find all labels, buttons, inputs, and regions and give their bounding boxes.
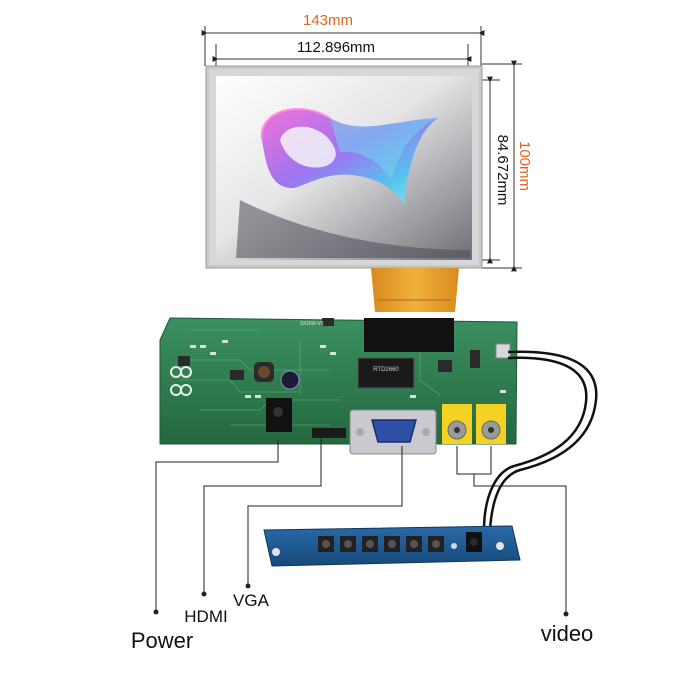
edge-connector <box>495 343 511 359</box>
active-width-label: 112.896mm <box>297 39 375 56</box>
board-id-label: SKD68-V1 <box>300 321 324 327</box>
power-callout-dot <box>153 609 159 615</box>
hdmi-callout-dot <box>201 591 207 597</box>
main-chip: RTD2660 <box>357 357 415 389</box>
active-height-dimension: 84.672mm <box>478 76 511 264</box>
outer-height-label: 100mm <box>516 141 533 191</box>
power-callout-line <box>155 440 279 610</box>
video-callout-dot <box>563 611 569 617</box>
controller-board: RTD2660 SKD68-V1 <box>159 317 518 455</box>
lcd-panel <box>205 65 483 269</box>
flex-cable <box>371 268 459 312</box>
vga-label: VGA <box>233 591 270 610</box>
video-label: video <box>541 621 594 646</box>
keypad-board <box>263 525 521 567</box>
capacitor <box>280 370 300 390</box>
ir-receiver-icon <box>466 532 482 552</box>
ribbon-artwork <box>260 108 438 205</box>
video-callout-bracket <box>456 446 492 475</box>
hdmi-connector <box>312 428 346 438</box>
main-chip-label: RTD2660 <box>373 367 399 373</box>
vga-callout-line <box>247 446 403 584</box>
power-jack-icon <box>266 398 292 432</box>
tact-button-icon <box>318 536 444 552</box>
hdmi-callout-line <box>203 438 322 592</box>
outer-width-dimension: 143mm <box>201 12 485 66</box>
callout-lines <box>155 438 567 612</box>
active-height-label: 84.672mm <box>494 135 511 206</box>
rca-jack-icon <box>442 404 506 444</box>
power-label: Power <box>131 628 193 653</box>
outer-width-label: 143mm <box>303 12 353 29</box>
video-callout-line <box>473 474 567 612</box>
lcd-connector <box>364 318 454 352</box>
outer-height-dimension: 100mm <box>482 60 533 272</box>
hdmi-label: HDMI <box>184 607 227 626</box>
vga-callout-dot <box>245 583 251 589</box>
vga-port-icon <box>349 409 437 455</box>
